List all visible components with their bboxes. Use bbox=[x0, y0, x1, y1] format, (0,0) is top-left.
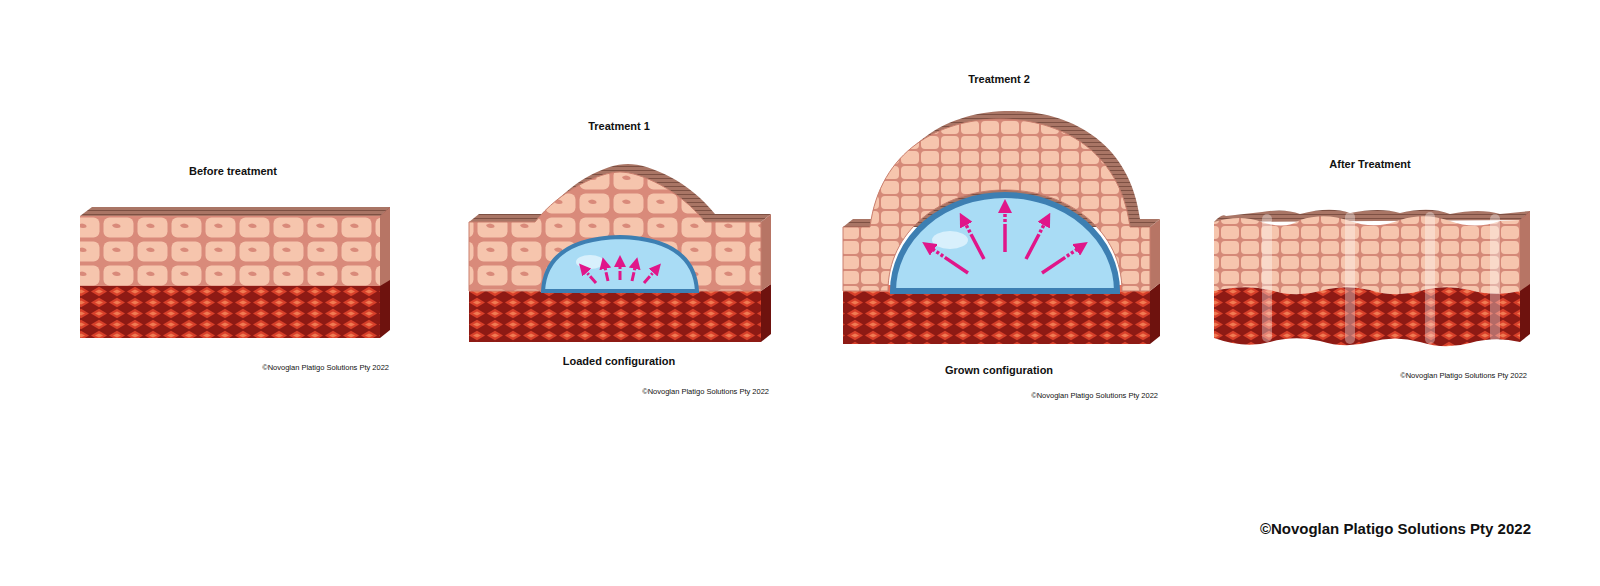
skin-layer bbox=[1214, 216, 1520, 294]
block-side bbox=[1150, 283, 1160, 344]
muscle-layer bbox=[469, 291, 761, 342]
pressure-arrow bbox=[604, 263, 608, 281]
after-block bbox=[1214, 210, 1530, 347]
muscle-layer bbox=[1214, 287, 1520, 346]
block-side bbox=[761, 284, 771, 342]
configuration-label: Loaded configuration bbox=[563, 355, 675, 368]
bubble-highlight bbox=[932, 231, 968, 249]
pressure-arrows bbox=[928, 206, 1082, 273]
before-block bbox=[80, 207, 390, 338]
fluid-bubble bbox=[893, 195, 1117, 291]
skin-side bbox=[1520, 211, 1530, 291]
configuration-label: Grown configuration bbox=[945, 364, 1053, 377]
copyright-note: ©Novoglan Platigo Solutions Pty 2022 bbox=[262, 364, 389, 373]
streak bbox=[1345, 212, 1355, 344]
pressure-arrow bbox=[963, 219, 984, 259]
bubble-highlight bbox=[576, 255, 604, 269]
pressure-arrow bbox=[1003, 206, 1007, 252]
pressure-arrow bbox=[1026, 219, 1047, 259]
skin-top bbox=[80, 207, 390, 216]
grown-block bbox=[843, 111, 1160, 344]
copyright-note: ©Novoglan Platigo Solutions Pty 2022 bbox=[1260, 520, 1531, 537]
fluid-bubble bbox=[543, 237, 697, 291]
pressure-arrow bbox=[644, 268, 657, 283]
panel-heading: Treatment 1 bbox=[588, 120, 650, 133]
panel-heading: After Treatment bbox=[1329, 158, 1410, 171]
copyright-note: ©Novoglan Platigo Solutions Pty 2022 bbox=[642, 388, 769, 397]
skin-top bbox=[1214, 210, 1530, 222]
copyright-note: ©Novoglan Platigo Solutions Pty 2022 bbox=[1400, 372, 1527, 381]
skin-side bbox=[761, 214, 771, 291]
panel-heading: Before treatment bbox=[189, 165, 277, 178]
block-side bbox=[1520, 211, 1530, 342]
pressure-arrow bbox=[1042, 246, 1082, 273]
skin-side bbox=[1150, 219, 1160, 291]
loaded-block bbox=[469, 164, 771, 342]
block-side bbox=[380, 207, 390, 338]
panel-heading: Treatment 2 bbox=[968, 73, 1030, 86]
skin-layer bbox=[843, 119, 1150, 291]
skin-layer bbox=[80, 216, 380, 286]
streak bbox=[1262, 214, 1272, 342]
pressure-arrow bbox=[928, 246, 968, 273]
skin-side bbox=[380, 207, 390, 286]
muscle-layer bbox=[843, 291, 1150, 344]
pressure-arrow bbox=[619, 261, 622, 280]
pressure-arrow bbox=[583, 268, 596, 283]
copyright-note: ©Novoglan Platigo Solutions Pty 2022 bbox=[1031, 392, 1158, 401]
pressure-arrow bbox=[632, 263, 636, 281]
streak bbox=[1425, 212, 1435, 344]
streak bbox=[1490, 214, 1500, 342]
muscle-layer bbox=[80, 286, 380, 338]
healing-streaks bbox=[1262, 212, 1500, 344]
skin-layer bbox=[469, 172, 761, 291]
pressure-arrows bbox=[583, 261, 657, 283]
